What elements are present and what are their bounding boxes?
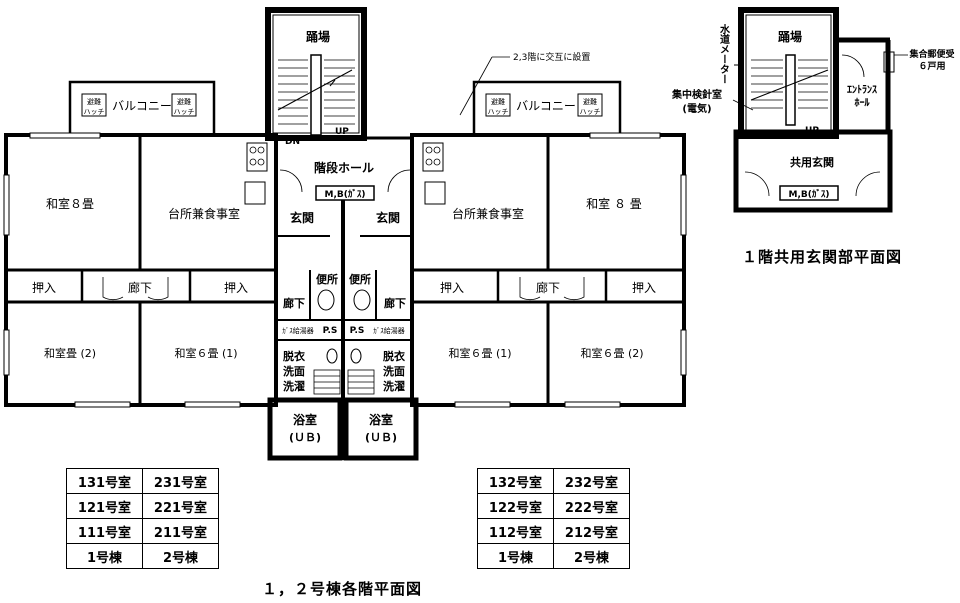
- table-cell: 211号室: [142, 518, 219, 544]
- staggered-note: 2,3階に交互に設置: [513, 51, 590, 63]
- meter-room-label: 集中検針室: [671, 88, 722, 101]
- up-label-entrance: UP: [805, 126, 819, 136]
- hatch-bottom-l1: ハッチ: [84, 108, 105, 116]
- washitsu-6-2-right: 和室６畳 (2): [580, 346, 643, 360]
- washitsu-jo2-left: 和室畳 (2): [44, 346, 96, 360]
- washitsu-8-left: 和室８畳: [46, 196, 94, 211]
- gas-heater-left: ｶﾞｽ給湯器: [282, 326, 314, 335]
- hatch-bottom-r1: ハッチ: [488, 108, 509, 116]
- dressing-left-3: 洗濯: [283, 379, 305, 393]
- table-cell: 111号室: [66, 518, 143, 544]
- entrance-building: [732, 7, 908, 213]
- entrance-hall-l1: ｴﾝﾄﾗﾝｽ: [847, 84, 877, 96]
- up-label: UP: [335, 127, 349, 137]
- table-cell: 212号室: [553, 518, 630, 544]
- dressing-left-1: 脱衣: [283, 349, 306, 363]
- caption-entrance: １階共用玄関部平面図: [742, 248, 903, 266]
- caption-main: １，２号棟各階平面図: [262, 580, 423, 598]
- entry-left: 玄関: [290, 210, 314, 225]
- mailbox-label-1: 集合郵便受: [908, 48, 954, 60]
- table-row: 132号室 232号室: [477, 468, 630, 494]
- bath-right: 浴室: [369, 412, 393, 427]
- dressing-left-2: 洗面: [283, 364, 305, 378]
- dining-kitchen-left: 台所兼食事室: [168, 206, 240, 221]
- toilet-left: 便所: [316, 272, 338, 286]
- ps-right: P.S: [350, 326, 365, 336]
- hallway-core-left: 廊下: [283, 296, 305, 310]
- stairwell: [265, 7, 367, 141]
- hatch-top-r2: 避難: [583, 97, 597, 106]
- hatch-top-r1: 避難: [491, 97, 505, 106]
- closet-left-2: 押入: [224, 281, 248, 295]
- dressing-right-2: 洗面: [383, 364, 405, 378]
- table-row: 112号室 212号室: [477, 518, 630, 544]
- balcony-label-right: バルコニー: [516, 99, 576, 113]
- dressing-right-3: 洗濯: [383, 379, 405, 393]
- table-cell: 112号室: [477, 518, 554, 544]
- table-cell: 121号室: [66, 493, 143, 519]
- ps-left: P.S: [323, 326, 338, 336]
- hatch-top-l1: 避難: [87, 97, 101, 106]
- table-cell: 131号室: [66, 468, 143, 494]
- stairs-label-entrance: 踊場: [778, 29, 802, 44]
- bath-left: 浴室: [293, 412, 317, 427]
- gas-heater-right: ｶﾞｽ給湯器: [373, 326, 405, 335]
- table-cell: 231号室: [142, 468, 219, 494]
- table-row: 131号室 231号室: [66, 468, 219, 494]
- hallway-core-right: 廊下: [384, 296, 406, 310]
- table-row: 122号室 222号室: [477, 493, 630, 519]
- table-cell: 221号室: [142, 493, 219, 519]
- meter-room-sub: (電気): [682, 102, 711, 115]
- ub-right: (ＵＢ): [365, 431, 397, 444]
- dressing-right-1: 脱衣: [383, 349, 406, 363]
- hallway-right: 廊下: [536, 280, 560, 295]
- table-row: 1号棟 2号棟: [477, 543, 630, 569]
- meter-box-entrance: M,B(ｶﾞｽ): [789, 188, 830, 200]
- washitsu-6-1-left: 和室６畳 (1): [174, 346, 237, 360]
- table-row: 121号室 221号室: [66, 493, 219, 519]
- entrance-hall-l2: ﾎｰﾙ: [855, 97, 871, 109]
- stair-hall-label: 階段ホール: [314, 160, 374, 175]
- toilet-right: 便所: [349, 272, 371, 286]
- room-labels: 踊場 2,3階に交互に設置 DN UP 階段ホール M,B(ｶﾞｽ) バルコニー…: [32, 23, 955, 444]
- central-core: [267, 136, 419, 461]
- dn-label: DN: [285, 137, 300, 147]
- hatch-bottom-l2: ハッチ: [174, 108, 195, 116]
- table-cell: 1号棟: [66, 543, 143, 569]
- stairs-label-main: 踊場: [306, 29, 330, 44]
- hallway-left: 廊下: [128, 280, 152, 295]
- ub-left: (ＵＢ): [289, 431, 321, 444]
- meter-box-label: M,B(ｶﾞｽ): [325, 188, 366, 200]
- table-cell: 222号室: [553, 493, 630, 519]
- table-cell: 1号棟: [477, 543, 554, 569]
- table-cell: 232号室: [553, 468, 630, 494]
- table-cell: 2号棟: [553, 543, 630, 569]
- table-cell: 2号棟: [142, 543, 219, 569]
- hatch-bottom-r2: ハッチ: [580, 108, 601, 116]
- unit-table-left: 131号室 231号室 121号室 221号室 111号室 211号室 1号棟 …: [66, 468, 219, 569]
- closet-right-1: 押入: [440, 281, 464, 295]
- unit-table-right: 132号室 232号室 122号室 222号室 112号室 212号室 1号棟 …: [477, 468, 630, 569]
- left-unit: [3, 80, 278, 408]
- table-cell: 132号室: [477, 468, 554, 494]
- balcony-label-left: バルコニー: [112, 99, 172, 113]
- common-entry-label: 共用玄関: [790, 155, 834, 169]
- closet-left-1: 押入: [32, 281, 56, 295]
- water-meter-label: 水道メーター: [718, 23, 731, 84]
- table-cell: 122号室: [477, 493, 554, 519]
- hatch-top-l2: 避難: [177, 97, 191, 106]
- table-row: 111号室 211号室: [66, 518, 219, 544]
- washitsu-8-right: 和室 ８ 畳: [586, 196, 642, 211]
- leader-lines: [459, 56, 510, 116]
- closet-right-2: 押入: [632, 281, 656, 295]
- right-unit: [410, 80, 687, 408]
- entry-right: 玄関: [376, 210, 400, 225]
- dining-kitchen-right: 台所兼食事室: [452, 206, 524, 221]
- mailbox-label-2: ６戸用: [918, 61, 945, 72]
- washitsu-6-1-right: 和室６畳 (1): [448, 346, 511, 360]
- table-row: 1号棟 2号棟: [66, 543, 219, 569]
